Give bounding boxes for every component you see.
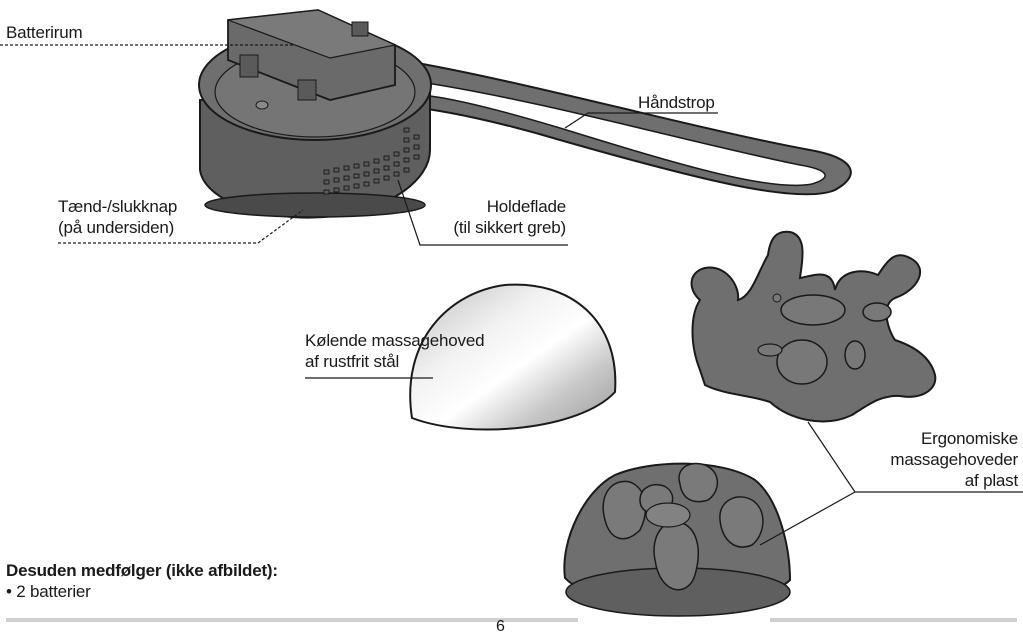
label-battery-text: Batterirum — [6, 22, 82, 43]
plastic-head-flat — [692, 232, 936, 422]
label-battery: Batterirum — [6, 22, 82, 43]
label-grip-line2: (til sikkert greb) — [418, 217, 566, 238]
page-number: 6 — [496, 618, 505, 636]
label-plastic-line2: massagehoveder — [880, 449, 1018, 470]
label-strap-text: Håndstrop — [638, 92, 715, 113]
label-steel-line1: Kølende massagehoved — [305, 330, 484, 351]
footer-bar-right — [770, 618, 1017, 622]
hand-strap — [400, 60, 851, 194]
plastic-head-dome — [564, 464, 790, 616]
massager-device — [199, 10, 431, 218]
label-strap: Håndstrop — [638, 92, 715, 113]
label-power-line2: (på undersiden) — [58, 217, 177, 238]
label-steel-head: Kølende massagehoved af rustfrit stål — [305, 330, 484, 372]
included-note-item: • 2 batterier — [6, 581, 278, 602]
label-power: Tænd-/slukknap (på undersiden) — [58, 196, 177, 238]
label-plastic-line1: Ergonomiske — [880, 428, 1018, 449]
label-plastic-line3: af plast — [880, 470, 1018, 491]
label-steel-line2: af rustfrit stål — [305, 351, 484, 372]
label-grip: Holdeflade (til sikkert greb) — [418, 196, 566, 238]
label-plastic-heads: Ergonomiske massagehoveder af plast — [880, 428, 1018, 491]
included-note-title: Desuden medfølger (ikke afbildet): — [6, 560, 278, 581]
footer-bar-left — [6, 618, 578, 622]
label-power-line1: Tænd-/slukknap — [58, 196, 177, 217]
label-grip-line1: Holdeflade — [418, 196, 566, 217]
included-note: Desuden medfølger (ikke afbildet): • 2 b… — [6, 560, 278, 602]
